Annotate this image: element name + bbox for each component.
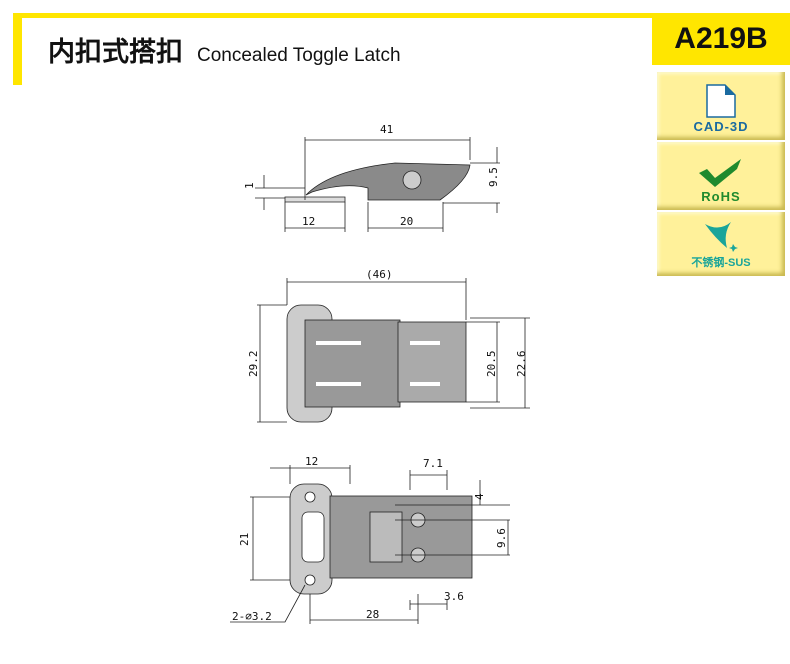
header-bar (13, 13, 653, 18)
badge-rohs[interactable]: RoHS (657, 142, 785, 210)
bottom-view (230, 465, 510, 624)
badge-cad[interactable]: CAD-3D (657, 72, 785, 140)
dim-46: (46) (366, 268, 393, 281)
dim-41: 41 (380, 123, 393, 136)
dim-4: 4 (473, 493, 486, 500)
file-icon (706, 84, 736, 118)
dim-20-5: 20.5 (485, 351, 498, 378)
badge-label: RoHS (701, 189, 741, 204)
title-en: Concealed Toggle Latch (197, 45, 401, 66)
dim-9-6: 9.6 (495, 528, 508, 548)
top-view (257, 278, 530, 423)
dim-21: 21 (238, 533, 251, 546)
badge-label: CAD-3D (693, 119, 749, 134)
dim-12: 12 (302, 215, 315, 228)
dim-1: 1 (243, 182, 256, 189)
dim-9-5: 9.5 (487, 167, 500, 187)
sparkle-icon (705, 222, 738, 252)
dim-12b: 12 (305, 455, 318, 468)
model-code: A219B (652, 13, 790, 65)
title-cn: 内扣式搭扣 (48, 37, 183, 67)
checkmark-icon (699, 159, 741, 187)
badge-label: 不锈钢-SUS (691, 257, 751, 269)
dim-22-6: 22.6 (515, 351, 528, 378)
dim-7-1: 7.1 (423, 457, 443, 470)
badge-sus[interactable]: 不锈钢-SUS (657, 212, 785, 276)
dim-20: 20 (400, 215, 413, 228)
page-title: 内扣式搭扣 Concealed Toggle Latch (48, 30, 401, 69)
dim-28: 28 (366, 608, 379, 621)
dim-hole: 2-∅3.2 (232, 610, 272, 623)
side-view (255, 137, 500, 232)
header-accent (13, 13, 22, 85)
dim-3-6: 3.6 (444, 590, 464, 603)
dim-29-2: 29.2 (247, 351, 260, 378)
